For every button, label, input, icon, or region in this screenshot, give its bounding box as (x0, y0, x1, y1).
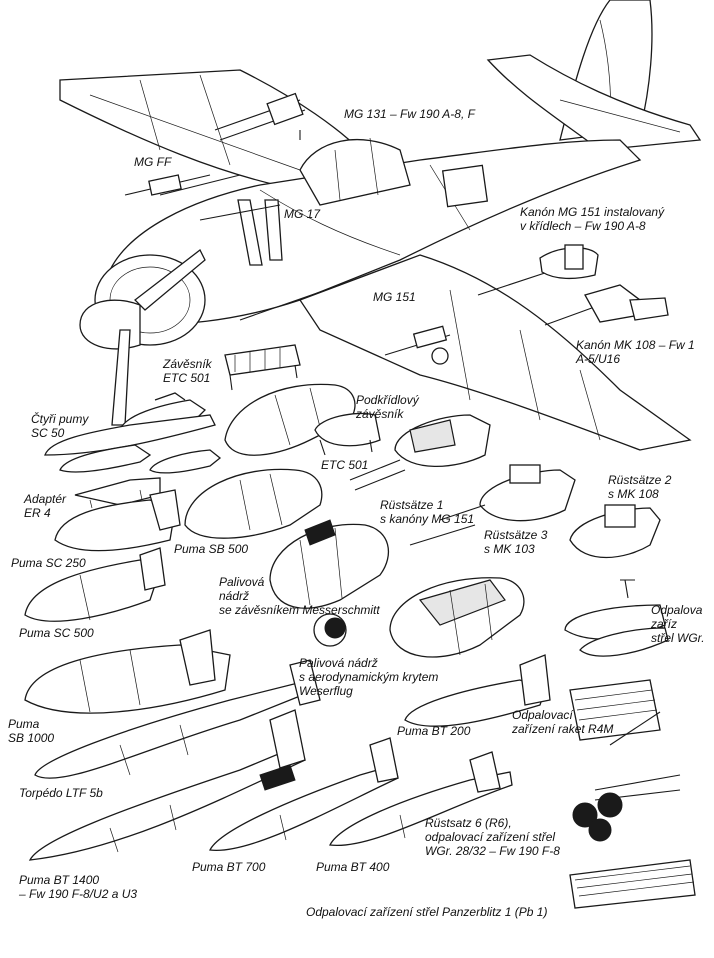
mg131-guns (214, 92, 306, 141)
label-bt1400: Puma BT 1400 – Fw 190 F-8/U2 a U3 (19, 873, 138, 901)
sb1000-bomb (24, 629, 231, 714)
label-rustsatze3: Rüstsätze 3 s MK 103 (484, 528, 548, 556)
label-sb500: Puma SB 500 (174, 542, 249, 556)
panzerblitz-launcher (569, 859, 696, 909)
mg151-gun (384, 325, 451, 365)
label-mg151: MG 151 (373, 290, 416, 304)
label-mg17: MG 17 (284, 207, 321, 221)
label-r6: Rüstsatz 6 (R6), odpalovací zařízení stř… (425, 816, 560, 858)
label-mgff: MG FF (134, 155, 172, 169)
aircraft-fw190 (59, 0, 702, 451)
bt400-bomb (329, 751, 513, 847)
label-odpalova: Odpalova zaříz střel WGr. (651, 603, 705, 645)
gunpod-1 (349, 414, 491, 491)
sc250-bomb (54, 489, 181, 552)
adapter-er4 (74, 477, 161, 509)
label-mg151-wing: Kanón MG 151 instalovaný v křídlech – Fw… (520, 205, 665, 233)
label-mk108: Kanón MK 108 – Fw 1 A-5/U16 (576, 338, 695, 366)
sb500-bomb (184, 468, 323, 539)
label-panzerblitz: Odpalovací zařízení střel Panzerblitz 1 … (306, 905, 548, 919)
label-palivova-messerschmitt: Palivová nádrž se závěsníkem Messerschmi… (219, 575, 380, 617)
rustsatze1-pod (439, 464, 576, 522)
label-palivova-weserflug: Palivová nádrž s aerodynamickým krytem W… (299, 656, 439, 698)
mg151-wing-cannon (477, 244, 599, 296)
r4m-launcher (569, 679, 661, 746)
engine-hub (313, 613, 347, 647)
r6-launcher (572, 774, 681, 842)
torpedo-ltf5b (34, 659, 321, 779)
bt1400-bomb (28, 709, 306, 861)
label-etc501: Závěsník ETC 501 (163, 357, 212, 385)
label-bt200: Puma BT 200 (397, 724, 471, 738)
label-r4m: Odpalovací zařízení raket R4M (512, 708, 614, 736)
label-bt700: Puma BT 700 (192, 860, 266, 874)
label-sc250: Puma SC 250 (11, 556, 86, 570)
fuel-tank-messerschmitt (269, 519, 389, 609)
fuel-tank-weserflug (389, 577, 525, 658)
label-rustsatze2: Rüstsätze 2 s MK 108 (608, 473, 672, 501)
etc501-rack (224, 344, 301, 391)
bt700-bomb (209, 737, 399, 852)
label-sc500: Puma SC 500 (19, 626, 94, 640)
label-ctyri-pumy: Čtyři pumy SC 50 (31, 412, 89, 440)
rustsatze3-barrel (409, 524, 476, 546)
label-etc501b: ETC 501 (321, 458, 369, 472)
underwing-rack (314, 412, 381, 456)
four-sc50-bombs (44, 392, 222, 474)
label-torpedo: Torpédo LTF 5b (19, 786, 103, 800)
mk108-cannon (544, 284, 669, 326)
rustsatze2-pod (569, 504, 661, 559)
sc500-bomb (24, 547, 166, 622)
mgff-gun (124, 174, 211, 196)
bt200-bomb (404, 654, 551, 727)
label-podkridlovy: Podkřídlový závěsník (356, 393, 419, 421)
label-rustsatze1: Rüstsätze 1 s kanóny MG 151 (380, 498, 475, 526)
label-adapter: Adaptér ER 4 (24, 492, 67, 520)
label-sb1000: Puma SB 1000 (8, 717, 55, 745)
label-bt400: Puma BT 400 (316, 860, 390, 874)
label-mg131: MG 131 – Fw 190 A-8, F (344, 107, 475, 121)
wgr-launcher (564, 579, 669, 657)
